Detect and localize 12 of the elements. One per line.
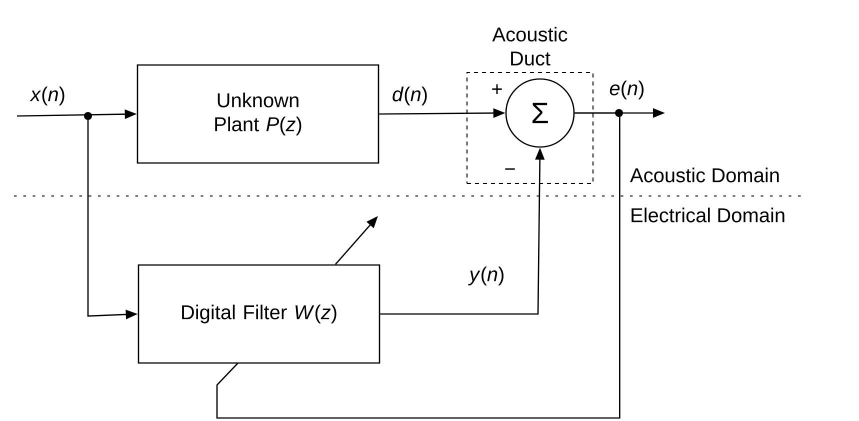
block-box: Unknown Plant P(z)	[136, 64, 380, 164]
domain-label: Electrical Domain	[632, 208, 784, 222]
signal-label: x(n)	[30, 86, 64, 106]
sign-label: −	[505, 168, 515, 170]
signal-label: e(n)	[610, 80, 644, 100]
block-box: Digital Filter W(z)	[138, 264, 380, 364]
connector	[216, 112, 620, 419]
sign-label: +	[492, 84, 502, 94]
signal-label: d(n)	[392, 86, 427, 106]
signal-label: y(n)	[468, 266, 504, 286]
domain-label: Acoustic Domain	[630, 168, 779, 182]
summing-junction: Σ	[505, 78, 575, 148]
